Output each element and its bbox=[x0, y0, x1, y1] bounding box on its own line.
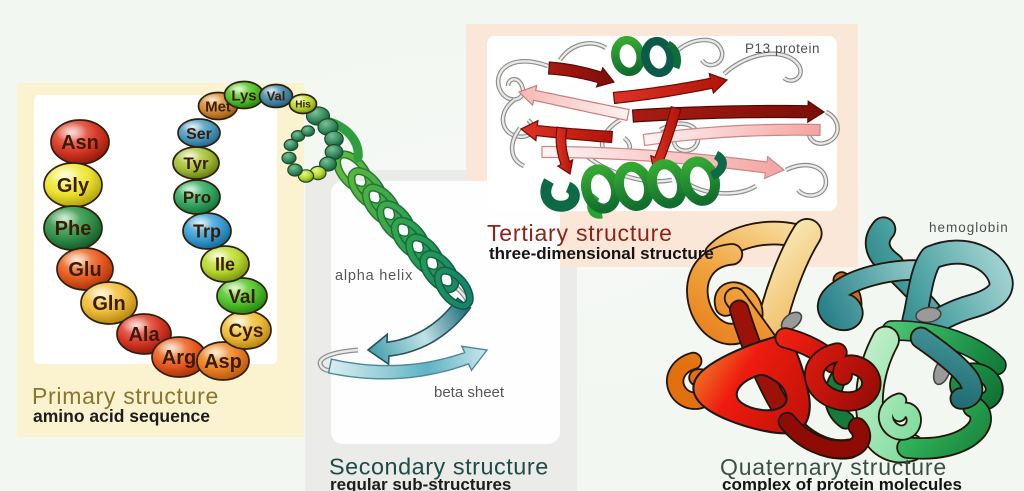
svg-text:Ser: Ser bbox=[186, 126, 212, 143]
svg-text:beta sheet: beta sheet bbox=[434, 384, 505, 401]
svg-text:Arg: Arg bbox=[162, 347, 196, 369]
svg-text:Glu: Glu bbox=[68, 259, 101, 281]
svg-text:Tertiary structure: Tertiary structure bbox=[487, 220, 673, 246]
svg-text:Val: Val bbox=[228, 287, 255, 308]
svg-text:Pro: Pro bbox=[183, 188, 211, 207]
svg-text:Tyr: Tyr bbox=[183, 154, 209, 173]
svg-text:Trp: Trp bbox=[193, 222, 221, 242]
svg-text:Primary structure: Primary structure bbox=[32, 383, 219, 409]
svg-text:Quaternary structure: Quaternary structure bbox=[720, 454, 947, 480]
svg-text:Asp: Asp bbox=[204, 351, 242, 373]
svg-text:hemoglobin: hemoglobin bbox=[929, 220, 1009, 235]
svg-text:Cys: Cys bbox=[229, 321, 264, 342]
svg-text:Val: Val bbox=[267, 89, 286, 104]
svg-text:complex of protein molecules: complex of protein molecules bbox=[722, 475, 962, 491]
svg-text:Gln: Gln bbox=[92, 293, 125, 315]
svg-text:His: His bbox=[295, 100, 311, 111]
svg-text:Ile: Ile bbox=[215, 255, 235, 275]
svg-text:amino acid sequence: amino acid sequence bbox=[33, 406, 210, 426]
svg-text:P13 protein: P13 protein bbox=[745, 41, 820, 56]
svg-text:Lys: Lys bbox=[231, 87, 256, 104]
svg-text:Asn: Asn bbox=[61, 132, 99, 154]
svg-text:Met: Met bbox=[205, 98, 231, 115]
svg-text:Phe: Phe bbox=[55, 218, 92, 240]
svg-text:alpha helix: alpha helix bbox=[335, 268, 413, 284]
svg-text:regular sub-structures: regular sub-structures bbox=[330, 475, 511, 491]
svg-text:Secondary structure: Secondary structure bbox=[329, 454, 549, 480]
svg-text:Gly: Gly bbox=[57, 175, 90, 197]
svg-text:Ala: Ala bbox=[128, 324, 160, 346]
svg-text:three-dimensional structure: three-dimensional structure bbox=[489, 244, 714, 263]
